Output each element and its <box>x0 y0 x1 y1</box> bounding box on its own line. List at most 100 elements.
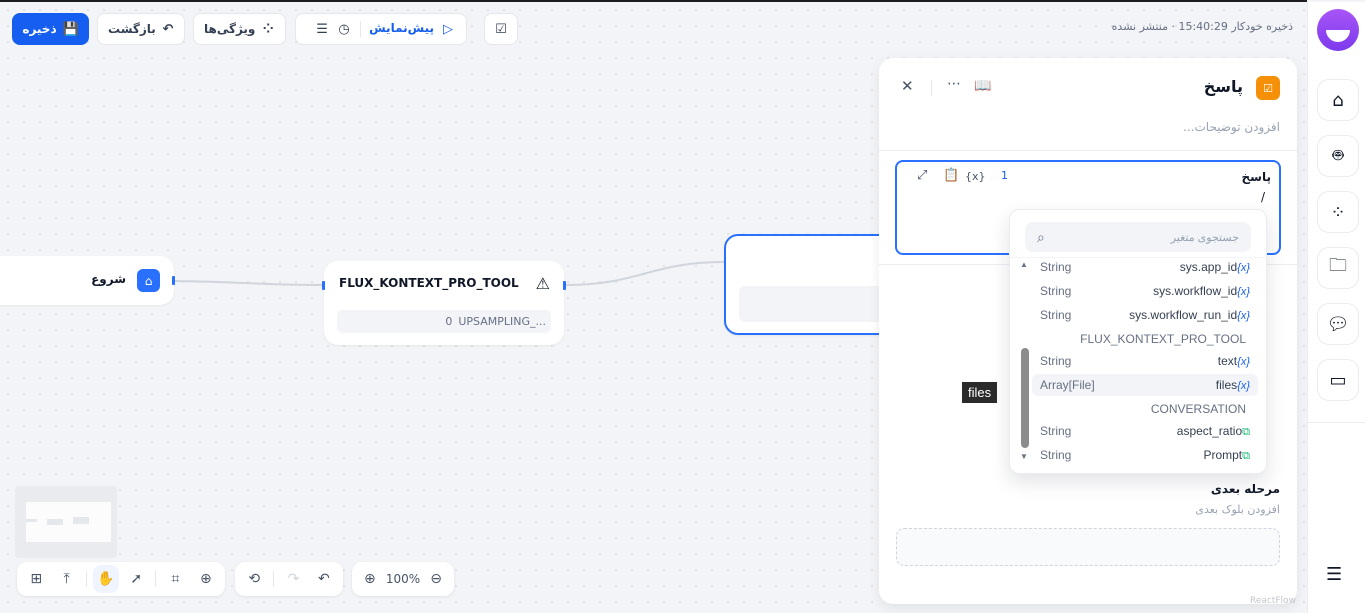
history-tools: ⟲ ↷ ↶ <box>235 562 343 596</box>
scrollbar[interactable]: ▲ ▼ <box>1020 260 1029 461</box>
field-label: پاسخ <box>1241 170 1271 184</box>
flux-logo-icon: ⚠ <box>535 274 550 293</box>
zoom-tools: ⊕ 100% ⊖ <box>352 562 454 596</box>
save-icon: 💾 <box>62 21 79 37</box>
home-icon: ⌂ <box>137 269 160 292</box>
undo-icon[interactable]: ↶ <box>317 571 330 587</box>
next-step-label: مرحله بعدی <box>1210 482 1280 496</box>
scrollbar-thumb <box>1021 348 1029 448</box>
input-handle[interactable] <box>322 281 325 290</box>
zoom-in-icon[interactable]: ⊕ <box>364 571 376 587</box>
variable-name: sys.app_id <box>1179 260 1238 274</box>
variable-name: sys.workflow_run_id <box>1129 308 1238 322</box>
variable-item[interactable]: String sys.app_id{x} <box>1032 256 1258 278</box>
variable-icon: {x} <box>1237 286 1250 298</box>
select-next-block[interactable] <box>896 528 1280 566</box>
variable-name: sys.workflow_id <box>1153 284 1238 298</box>
features-button[interactable]: ⁘ویژگی‌ها <box>193 13 286 45</box>
conversation-variable-icon: ⧉ <box>1242 449 1250 462</box>
preview-label: پیش‌نمایش <box>369 21 434 35</box>
back-button[interactable]: ↶بازگشت <box>97 13 185 45</box>
preview-button[interactable]: ▷پیش‌نمایش <box>369 21 456 37</box>
variable-name: Prompt <box>1203 447 1243 462</box>
canvas-tools: ⊞ ⤒ ✋ ➚ ⌗ ⊕ <box>17 562 225 596</box>
right-sidebar: ⌂ 🤖︎ ⁘ 🗀 💬︎ ▭ ☰ <box>1307 2 1365 613</box>
close-icon[interactable]: ✕ <box>901 77 914 95</box>
start-node[interactable]: ⌂ شروع <box>0 256 175 305</box>
output-handle[interactable] <box>563 281 566 290</box>
save-button[interactable]: 💾 ذخیره <box>12 13 89 45</box>
home-icon[interactable]: ⌂ <box>1317 79 1359 121</box>
search-icon: ⌕ <box>1037 228 1045 245</box>
variable-icon: {x} <box>1237 380 1250 392</box>
folder-icon[interactable]: 🗀 <box>1317 247 1359 289</box>
variable-type: String <box>1040 354 1072 368</box>
hand-tool-icon[interactable]: ✋ <box>92 565 120 593</box>
publish-check-button[interactable]: ☑ <box>484 13 518 45</box>
panel-title[interactable]: پاسخ <box>1203 77 1243 96</box>
edge-tool-answer <box>565 261 725 286</box>
export-image-icon[interactable]: ⤒ <box>63 571 70 587</box>
conversation-variable-icon: ⧉ <box>1242 425 1250 438</box>
robot-icon[interactable]: 🤖︎ <box>1317 135 1359 177</box>
docs-book-icon[interactable]: 📖 <box>974 78 992 94</box>
edges <box>174 261 725 286</box>
search-placeholder: جستجوی متغیر <box>1170 231 1239 244</box>
output-handle[interactable] <box>172 276 175 285</box>
zoom-out-icon[interactable]: ⊖ <box>430 571 442 587</box>
add-circle-icon[interactable]: ⊕ <box>199 571 212 587</box>
collapse-sidebar-icon[interactable]: ☰ <box>1326 564 1343 585</box>
tooltip: files <box>962 382 998 403</box>
variable-group-header: CONVERSATION <box>1150 402 1246 416</box>
checklist-icon[interactable]: ☰ <box>316 21 328 37</box>
expand-icon[interactable]: ⤢ <box>917 168 928 183</box>
description-input[interactable]: افزودن توضیحات... <box>1183 120 1280 134</box>
back-label: بازگشت <box>108 22 156 36</box>
variable-icon: {x} <box>1237 262 1250 274</box>
zoom-level[interactable]: 100% <box>385 572 421 586</box>
wallet-icon[interactable]: ▭ <box>1317 359 1359 401</box>
variable-type: String <box>1040 308 1072 322</box>
reactflow-attribution[interactable]: ReactFlow <box>1250 596 1296 606</box>
answer-node-content <box>739 286 892 322</box>
variable-name: files <box>1215 378 1238 392</box>
next-step-hint: افزودن بلوک بعدی <box>1195 503 1280 516</box>
variable-group-header: FLUX_KONTEXT_PRO_TOOL <box>1080 332 1246 346</box>
variable-search-input[interactable]: جستجوی متغیر ⌕ <box>1025 222 1251 252</box>
run-history-icon[interactable]: ◷ <box>338 21 350 37</box>
pointer-tool-icon[interactable]: ➚ <box>130 571 143 587</box>
answer-node[interactable] <box>724 234 894 335</box>
variable-type: String <box>1040 424 1072 438</box>
param-name: UPSAMPLING_... <box>458 315 546 328</box>
insert-variable-icon[interactable]: {x} <box>965 170 986 183</box>
tool-node[interactable]: FLUX_KONTEXT_PRO_TOOL ⚠ 0 UPSAMPLING_... <box>322 261 566 345</box>
clipboard-icon[interactable]: 📋 <box>943 168 960 183</box>
apps-icon[interactable]: ⁘ <box>1317 191 1359 233</box>
variable-icon: {x} <box>1237 356 1250 368</box>
variable-name: text <box>1217 354 1238 368</box>
chat-icon[interactable]: 💬︎ <box>1317 303 1359 345</box>
history-icon[interactable]: ⟲ <box>248 571 261 587</box>
variable-type: Array[File] <box>1040 378 1095 392</box>
redo-icon[interactable]: ↷ <box>287 571 300 587</box>
param-value: 0 <box>445 315 453 328</box>
add-note-icon[interactable]: ⌗ <box>171 571 180 587</box>
variable-type: String <box>1040 260 1072 274</box>
start-node-title: شروع <box>91 272 126 286</box>
editor-value[interactable]: / <box>1260 190 1265 204</box>
add-block-icon[interactable]: ⊞ <box>30 571 43 587</box>
avatar[interactable] <box>1317 9 1359 51</box>
variable-item[interactable]: Array[File] files{x} <box>1032 374 1258 396</box>
variable-item[interactable]: String aspect_ratio⧉ <box>1032 420 1258 442</box>
more-icon[interactable]: ⋯ <box>947 76 961 92</box>
variable-name: aspect_ratio <box>1176 423 1243 438</box>
autosave-status: ذخیره خودکار 15:40:29 · منتشر نشده <box>1111 20 1293 33</box>
variable-item[interactable]: String text{x} <box>1032 350 1258 372</box>
minimap[interactable] <box>15 486 117 558</box>
save-label: ذخیره <box>22 22 57 36</box>
tool-node-title: FLUX_KONTEXT_PRO_TOOL <box>339 276 519 290</box>
